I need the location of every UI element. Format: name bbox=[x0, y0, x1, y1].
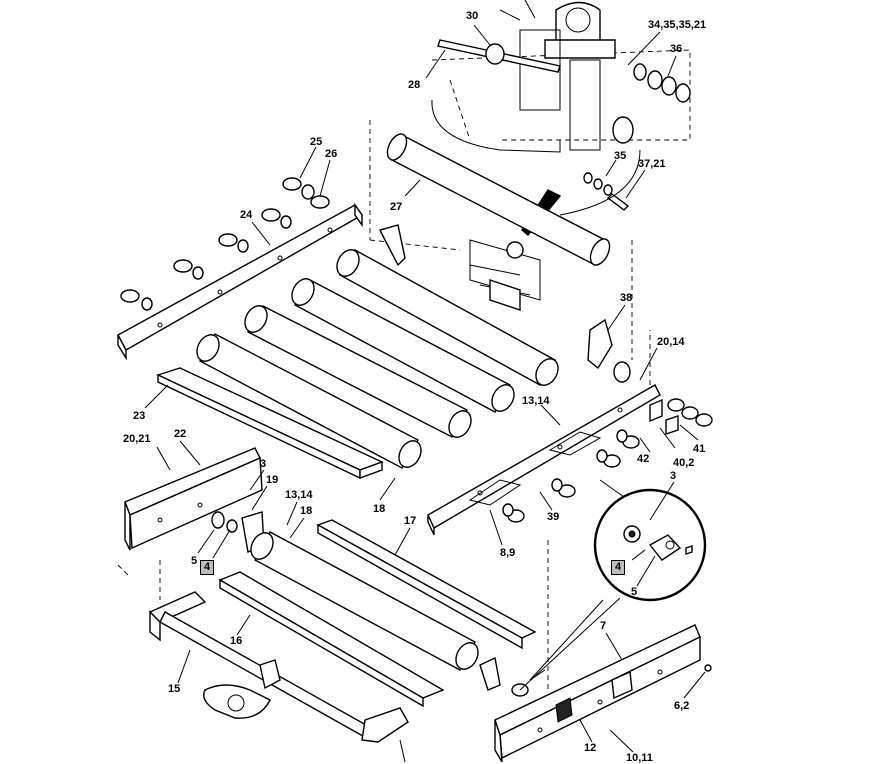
callout-12: 12 bbox=[584, 742, 597, 754]
callout-35: 35 bbox=[614, 150, 627, 162]
callout-17: 17 bbox=[404, 515, 417, 527]
callout-4-left-boxed: 4 bbox=[200, 560, 214, 575]
callout-20-21: 20,21 bbox=[123, 433, 151, 445]
callout-15: 15 bbox=[168, 683, 181, 695]
lower-frame-15 bbox=[148, 591, 529, 743]
lower-left-bracket-22 bbox=[124, 447, 265, 553]
callout-38: 38 bbox=[620, 292, 633, 304]
callout-10-11: 10,11 bbox=[626, 752, 653, 764]
callout-13-14-lower: 13,14 bbox=[285, 489, 313, 501]
callout-34-35-35-21: 34,35,35,21 bbox=[648, 19, 707, 31]
callout-20-14: 20,14 bbox=[657, 336, 685, 348]
callout-37-21: 37,21 bbox=[638, 158, 666, 170]
callout-30: 30 bbox=[466, 10, 479, 22]
callout-40-2: 40,2 bbox=[673, 457, 695, 469]
callout-24: 24 bbox=[240, 209, 253, 221]
left-frame-bearings bbox=[120, 177, 330, 311]
roller-27 bbox=[386, 133, 611, 266]
callout-4-detail-boxed: 4 bbox=[611, 560, 625, 575]
left-side-frame-24 bbox=[117, 202, 364, 361]
callout-3-detail: 3 bbox=[670, 470, 677, 482]
callout-26: 26 bbox=[325, 148, 338, 160]
callout-8-9: 8,9 bbox=[500, 547, 516, 559]
upper-drive-assembly bbox=[431, 0, 691, 211]
callout-36: 36 bbox=[670, 43, 683, 55]
plate-16 bbox=[218, 571, 445, 708]
callout-3-left: 3 bbox=[260, 458, 267, 470]
callout-6-2: 6,2 bbox=[674, 700, 690, 712]
callout-7: 7 bbox=[600, 620, 607, 632]
callout-18-upper: 18 bbox=[373, 503, 386, 515]
callout-42: 42 bbox=[637, 453, 650, 465]
bracket-38 bbox=[378, 224, 631, 383]
roller-18-lower bbox=[250, 531, 479, 671]
callout-18-lower: 18 bbox=[300, 505, 313, 517]
plate-17 bbox=[316, 519, 537, 650]
plate-23 bbox=[156, 367, 384, 480]
callout-41: 41 bbox=[693, 443, 706, 455]
callout-28: 28 bbox=[408, 79, 421, 91]
center-gear-cluster bbox=[469, 239, 541, 311]
callout-27: 27 bbox=[390, 201, 403, 213]
callout-5-detail: 5 bbox=[631, 586, 638, 598]
right-frame-bearings bbox=[502, 398, 713, 523]
lower-right-plate-7 bbox=[479, 624, 712, 762]
callout-39: 39 bbox=[547, 511, 560, 523]
callout-19: 19 bbox=[266, 474, 279, 486]
callout-13-14-upper: 13,14 bbox=[522, 395, 550, 407]
callout-5-left: 5 bbox=[191, 555, 198, 567]
callout-22: 22 bbox=[174, 428, 187, 440]
callout-23: 23 bbox=[133, 410, 146, 422]
roller-stack bbox=[196, 249, 559, 469]
callout-25: 25 bbox=[310, 136, 323, 148]
right-side-frame bbox=[427, 384, 661, 536]
callout-16: 16 bbox=[230, 635, 243, 647]
leader-lines bbox=[144, 24, 706, 762]
